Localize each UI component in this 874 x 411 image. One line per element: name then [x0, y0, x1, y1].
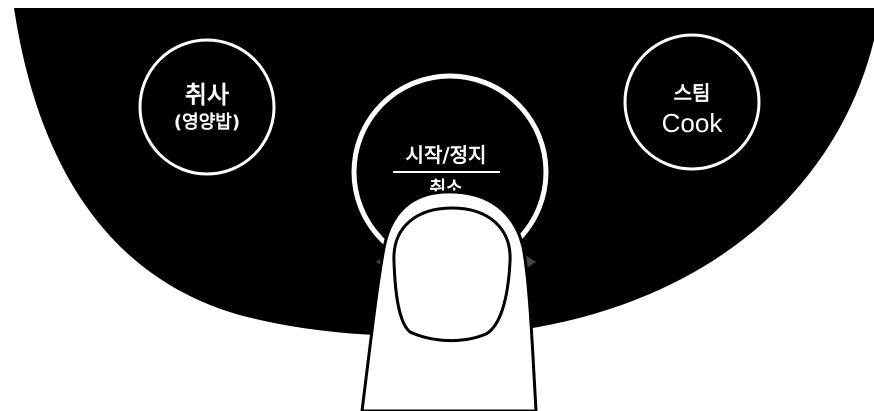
start-stop-label: 시작/정지	[406, 143, 487, 167]
cook-label: Cook	[662, 108, 724, 138]
cook-rice-sublabel: (영양밥)	[174, 112, 240, 133]
steam-label: 스팀	[674, 81, 711, 105]
fingernail	[394, 208, 510, 341]
cook-rice-label: 취사	[185, 81, 229, 109]
